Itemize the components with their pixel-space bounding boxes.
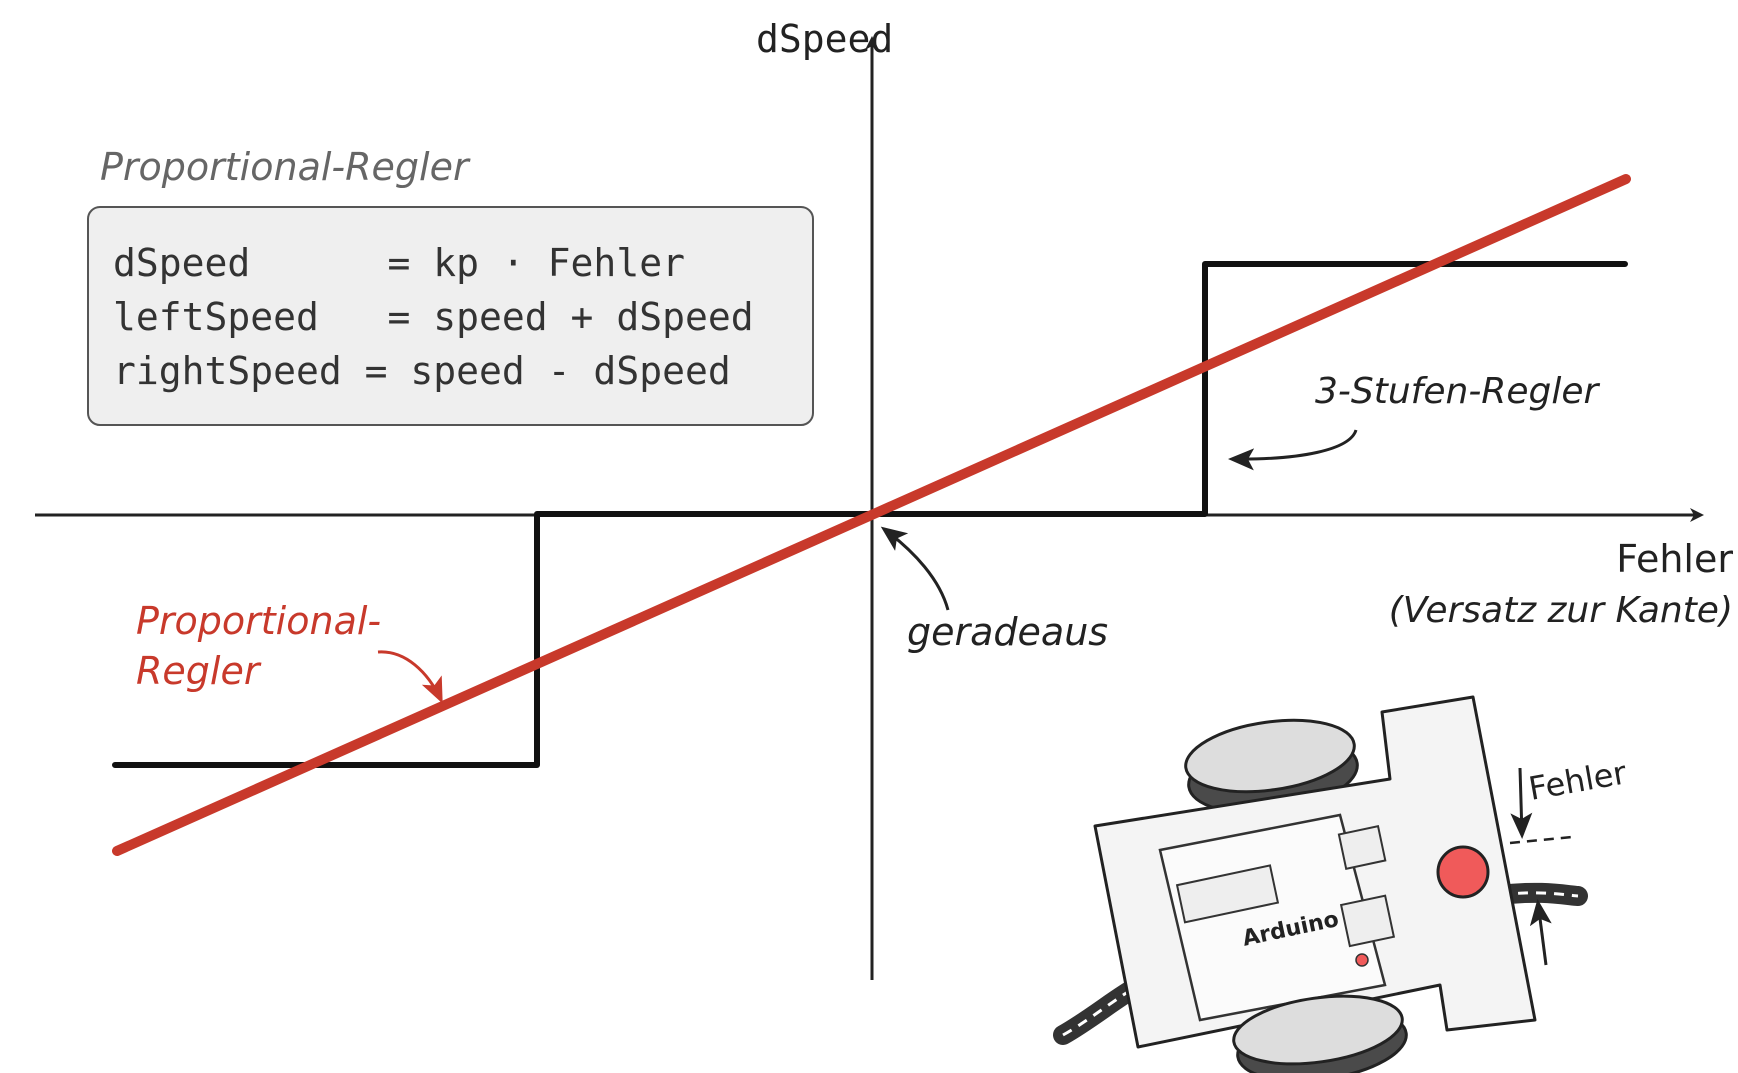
three-step-label: 3-Stufen-Regler [1315,371,1600,412]
board-reset-button [1355,953,1369,967]
wheel-top-face [1184,718,1356,794]
arduino-board [1158,813,1387,1022]
robot-illustration: Arduino Fehler [1053,695,1630,1073]
board-power-jack [1337,825,1387,870]
proportional-controller-line [112,174,1631,856]
formula-line-3: rightSpeed = speed - dSpeed [113,349,731,393]
error-label: Fehler [1526,753,1630,808]
x-axis-sublabel: (Versatz zur Kante) [1389,590,1733,631]
curved-arrow-icon [1228,429,1358,471]
x-axis-label: Fehler [1616,537,1733,581]
error-dashed-line [1509,835,1573,845]
wheel-bottom-face [1232,994,1404,1066]
formula-box-title: Proportional-Regler [100,145,471,189]
board-chip [1175,864,1280,924]
curved-arrow-icon [377,650,443,704]
y-axis-label: dSpeed [756,17,893,61]
straight-label: geradeaus [907,610,1108,654]
track-line [1499,891,1579,898]
error-down-arrow [1510,767,1533,839]
formula-line-1: dSpeed = kp · Fehler [113,241,685,285]
error-up-arrow [1529,899,1552,966]
board-usb-port [1339,894,1396,948]
sensor [1436,845,1490,899]
track-line [1062,983,1141,1037]
proportional-label-line2: Regler [136,649,262,693]
formula-line-2: leftSpeed = speed + dSpeed [113,295,754,339]
proportional-label-line1: Proportional- [136,599,381,643]
formula-box [87,206,814,426]
curved-arrow-icon [880,526,950,611]
